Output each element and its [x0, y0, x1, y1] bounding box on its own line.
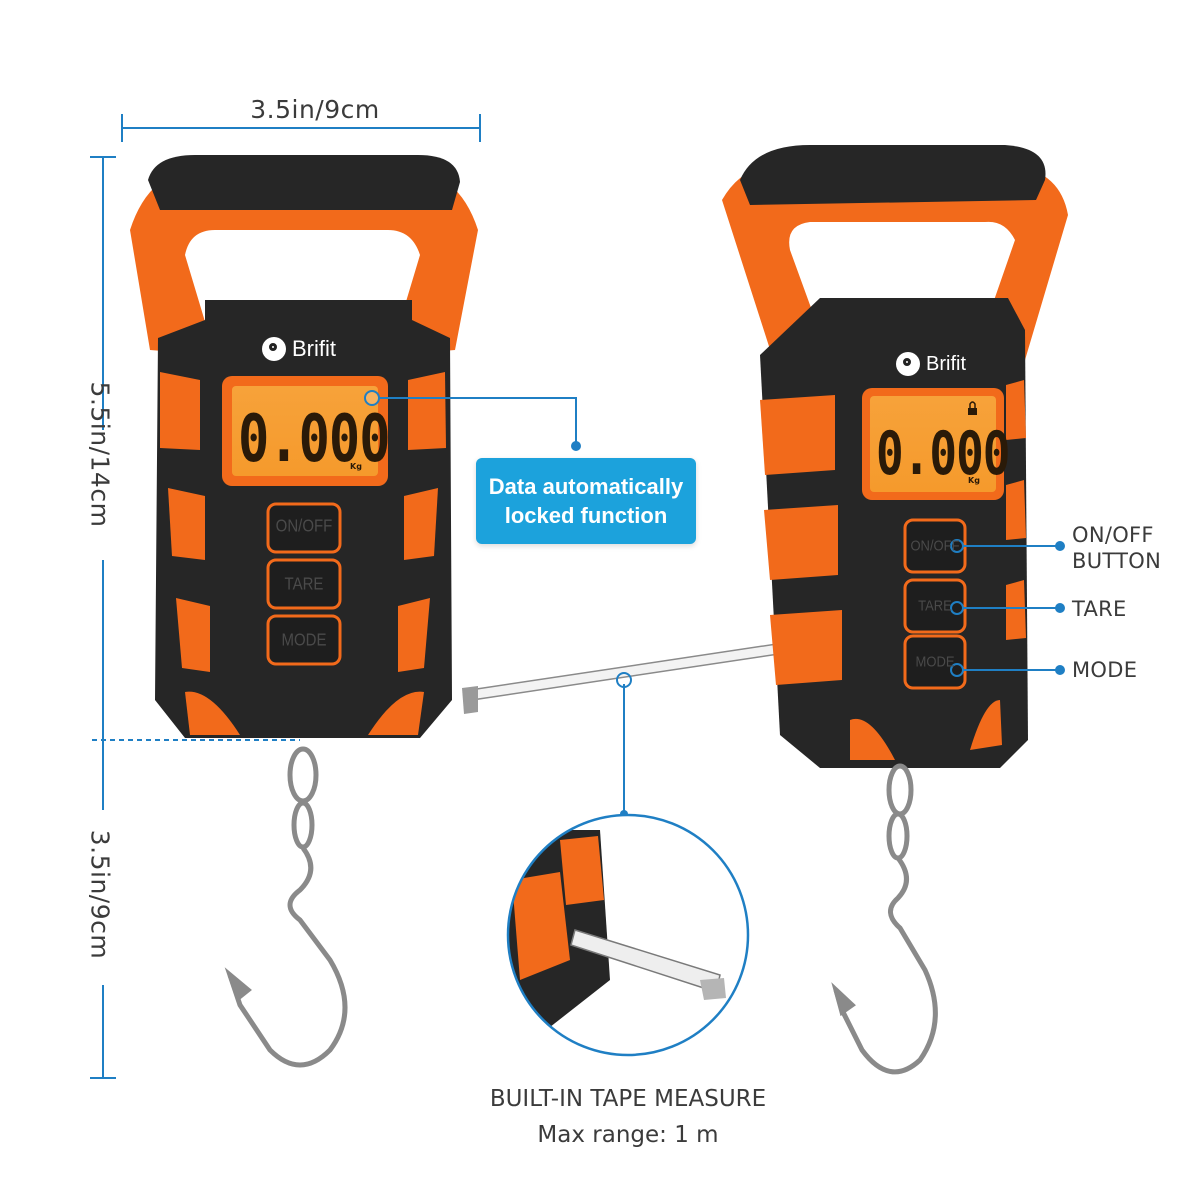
left-display-reading: 0.000 — [238, 402, 391, 477]
left-side-bands — [160, 372, 446, 735]
brand-mark-icon — [896, 352, 920, 376]
brand-mark-icon — [262, 337, 286, 361]
tape-measure-range: Max range: 1 m — [537, 1122, 719, 1148]
callout-line-2: locked function — [504, 503, 668, 528]
right-hook — [831, 763, 938, 1075]
right-tare-button-shape — [903, 578, 967, 634]
tape-detail-circle — [506, 813, 750, 1057]
left-tare-button-label: TARE — [284, 574, 324, 595]
left-hook — [224, 746, 348, 1068]
brand-logo-right: Brifit — [896, 352, 966, 376]
brand-name: Brifit — [926, 352, 966, 375]
right-handle-grip — [740, 145, 1046, 205]
onoff-button-annotation: ON/OFF BUTTON — [1072, 522, 1161, 574]
left-handle-grip — [148, 155, 460, 210]
annotation-line-1: ON/OFF — [1072, 523, 1154, 547]
height-dimension-label: 5.5in/14cm — [85, 381, 115, 528]
dimension-lines — [90, 114, 481, 1079]
annotation-line-2: BUTTON — [1072, 549, 1162, 573]
right-display-unit: Kg — [968, 476, 980, 485]
lock-callout-leader — [364, 390, 581, 451]
tape-measure-title: BUILT-IN TAPE MEASURE — [489, 1086, 767, 1112]
right-onoff-button-label: ON/OFF — [910, 536, 960, 555]
right-mode-button-label: MODE — [915, 652, 955, 671]
brand-name: Brifit — [292, 336, 336, 361]
left-onoff-button-label: ON/OFF — [275, 516, 333, 537]
left-onoff-button-shape — [266, 502, 342, 554]
right-scale — [722, 145, 1068, 1075]
hook-dimension-label: 3.5in/9cm — [85, 829, 115, 960]
width-dimension-label: 3.5in/9cm — [250, 95, 380, 124]
right-tare-button-label: TARE — [918, 596, 952, 615]
lock-function-callout: Data automatically locked function — [476, 458, 696, 544]
brand-logo-left: Brifit — [262, 336, 336, 362]
left-mode-button-label: MODE — [281, 630, 327, 651]
left-tare-button-shape — [266, 558, 342, 610]
left-mode-button-shape — [266, 614, 342, 666]
tare-annotation: TARE — [1072, 597, 1127, 621]
left-handle-orange — [130, 168, 478, 355]
mode-annotation: MODE — [1072, 658, 1138, 682]
left-display-unit: Kg — [350, 462, 362, 471]
right-lcd-screen — [870, 396, 996, 492]
tape-measure — [462, 641, 793, 818]
right-side-bands — [760, 380, 1026, 760]
lock-icon — [968, 401, 977, 415]
right-display-reading: 0.000 — [876, 418, 1010, 489]
callout-line-1: Data automatically — [488, 474, 684, 499]
right-mode-button-shape — [903, 634, 967, 690]
right-button-leaders — [950, 539, 1065, 677]
left-lcd-screen — [232, 386, 378, 476]
left-scale — [130, 155, 581, 1068]
